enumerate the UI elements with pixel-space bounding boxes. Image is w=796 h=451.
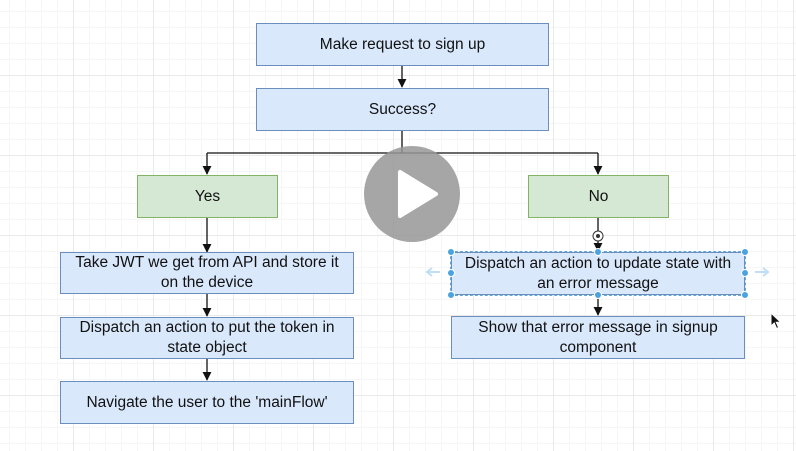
play-icon <box>398 170 438 218</box>
node-dispatch-error-label: Dispatch an action to update state with … <box>464 254 732 292</box>
resize-handle-bottom[interactable] <box>594 291 602 299</box>
node-request[interactable]: Make request to sign up <box>256 23 549 66</box>
node-dispatch-token-label: Dispatch an action to put the token in s… <box>79 319 335 356</box>
node-request-label: Make request to sign up <box>319 35 486 53</box>
node-no-label: No <box>588 187 609 205</box>
resize-handle-top-right[interactable] <box>741 248 749 256</box>
edge-waypoint-handle[interactable] <box>592 230 604 242</box>
resize-handle-top[interactable] <box>594 248 602 256</box>
connect-arrow-left-icon[interactable] <box>425 267 440 277</box>
resize-handle-right[interactable] <box>741 269 749 277</box>
node-show-error-label: Show that error message in signup compon… <box>478 318 718 356</box>
node-store-jwt[interactable]: Take JWT we get from API and store it on… <box>60 252 354 294</box>
node-dispatch-token[interactable]: Dispatch an action to put the token in s… <box>60 317 354 359</box>
node-show-error[interactable]: Show that error message in signup compon… <box>451 316 745 359</box>
node-yes[interactable]: Yes <box>137 175 278 218</box>
resize-handle-left[interactable] <box>447 269 455 277</box>
node-navigate[interactable]: Navigate the user to the 'mainFlow' <box>60 381 354 424</box>
connect-arrow-right-icon[interactable] <box>755 267 770 277</box>
node-success[interactable]: Success? <box>256 88 549 131</box>
resize-handle-bottom-left[interactable] <box>447 291 455 299</box>
resize-handle-bottom-right[interactable] <box>741 291 749 299</box>
resize-handle-top-left[interactable] <box>447 248 455 256</box>
node-no[interactable]: No <box>528 175 669 218</box>
node-dispatch-error[interactable]: Dispatch an action to update state with … <box>450 251 746 296</box>
play-button[interactable] <box>364 146 460 242</box>
node-store-jwt-label: Take JWT we get from API and store it on… <box>75 254 339 291</box>
node-yes-label: Yes <box>194 187 221 205</box>
node-navigate-label: Navigate the user to the 'mainFlow' <box>86 393 328 411</box>
mouse-cursor-icon <box>770 312 782 330</box>
node-success-label: Success? <box>368 100 437 118</box>
